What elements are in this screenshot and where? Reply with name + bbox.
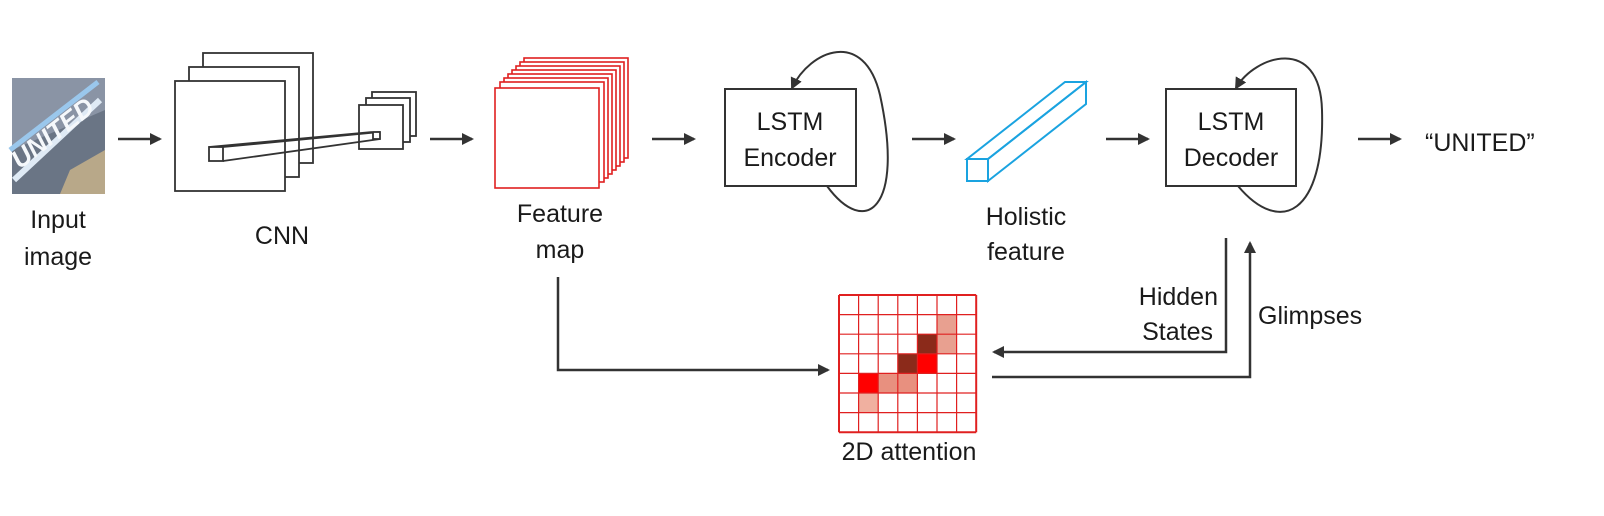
attention-cell — [917, 334, 937, 354]
encoder-line1: LSTM — [757, 108, 824, 136]
encoder-line2: Encoder — [743, 144, 836, 172]
decoder-line2: Decoder — [1184, 144, 1279, 172]
lstm-decoder: LSTM Decoder — [1165, 57, 1324, 213]
attention-cell — [937, 314, 957, 335]
glimpses-label: Glimpses — [1258, 302, 1362, 330]
hidden-states-line1: Hidden — [1139, 283, 1218, 311]
hidden-states-line2: States — [1142, 318, 1213, 346]
input-image: UNITED — [5, 78, 105, 194]
holistic-label-line2: feature — [987, 238, 1065, 266]
output-text: “UNITED” — [1425, 129, 1535, 157]
attention-cell — [858, 373, 879, 393]
cnn-block — [174, 52, 417, 192]
attention-cell — [897, 353, 918, 374]
arrow-glimpses — [992, 241, 1256, 379]
attention-cell — [917, 353, 937, 374]
attention-cell — [858, 393, 879, 413]
arrow-featuremap-to-attention — [556, 277, 830, 376]
holistic-feature-bar — [964, 79, 1089, 184]
attention-cell — [937, 334, 957, 354]
decoder-line1: LSTM — [1198, 108, 1265, 136]
attention-grid — [838, 294, 978, 434]
feature-map-label-line2: map — [536, 236, 585, 264]
lstm-encoder: LSTM Encoder — [724, 51, 889, 213]
cnn-label: CNN — [255, 222, 309, 250]
feature-map-label-line1: Feature — [517, 200, 603, 228]
arrow-hidden-states — [992, 238, 1228, 358]
attention-cell — [897, 373, 918, 393]
input-label-line1: Input — [30, 206, 86, 234]
holistic-label-line1: Holistic — [986, 203, 1067, 231]
attention-label: 2D attention — [842, 438, 977, 466]
feature-map-stack — [494, 57, 629, 189]
input-label-line2: image — [24, 243, 92, 271]
attention-cell — [878, 373, 898, 393]
